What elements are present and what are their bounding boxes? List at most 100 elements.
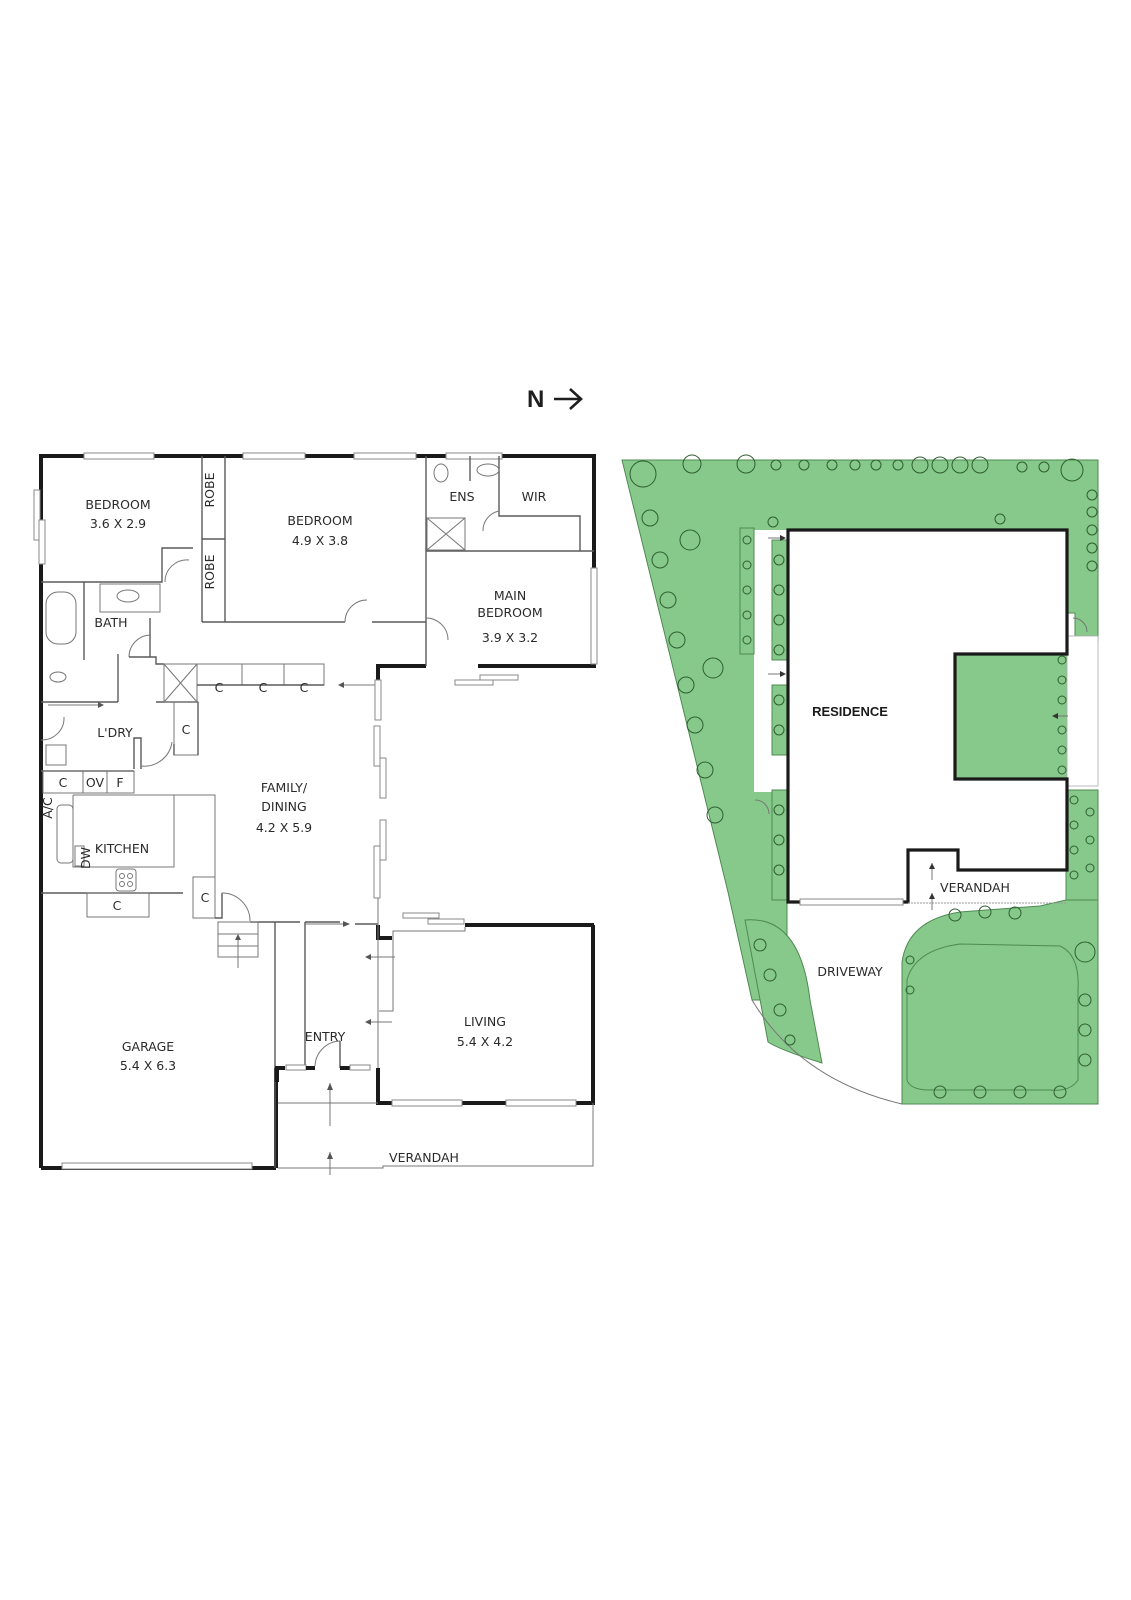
garage-wall [215, 893, 223, 919]
living-partition [379, 927, 466, 1012]
window [285, 1064, 307, 1071]
vanity [99, 583, 161, 613]
lawn-strip-driveway [744, 919, 823, 1064]
room-name-2: BEDROOM [477, 605, 542, 620]
room-living: LIVING 5.4 X 4.2 [457, 1014, 513, 1049]
cupboard-label: C [201, 890, 210, 905]
tree-icon [773, 804, 785, 816]
tree-icon [978, 905, 992, 919]
tree-icon [1086, 506, 1098, 518]
room-name: MAIN [494, 588, 526, 603]
tree-icon [767, 516, 779, 528]
tree-icon [742, 610, 752, 620]
dishwasher [74, 845, 85, 867]
arrow-left-icon [365, 954, 371, 960]
tree-icon [641, 509, 659, 527]
garden-bed [739, 527, 755, 655]
cupboard-label: C [182, 722, 191, 737]
room-name-2: DINING [261, 799, 306, 814]
cupboard [192, 876, 216, 919]
hall-wall [129, 656, 164, 665]
tree-icon [1085, 835, 1095, 845]
tree-icon [1078, 993, 1092, 1007]
room-dims: 3.6 X 2.9 [90, 516, 146, 531]
siteplan: RESIDENCE VERANDAH DRIVEWAY [621, 454, 1099, 1105]
tree-icon [1057, 725, 1067, 735]
tree-icon [742, 535, 752, 545]
tree-icon [892, 459, 904, 471]
window [374, 679, 382, 721]
tree-icon [742, 560, 752, 570]
room-name: BEDROOM [287, 513, 352, 528]
residence-label: RESIDENCE [812, 704, 888, 719]
room-main-bedroom: MAIN BEDROOM 3.9 X 3.2 [477, 588, 542, 645]
tree-icon [1016, 461, 1028, 473]
arrow-right-icon [343, 921, 350, 927]
tree-icon [773, 614, 785, 626]
toilet-icon [433, 463, 449, 483]
door-swing [140, 741, 173, 767]
tree-icon [773, 554, 785, 566]
tree-icon [1078, 1023, 1092, 1037]
tree-icon [1086, 560, 1098, 572]
arrow-right-icon [98, 702, 104, 708]
arrow-right-icon [780, 671, 786, 677]
tree-icon [1069, 845, 1079, 855]
window [445, 452, 503, 460]
window [799, 898, 904, 906]
tree-icon [677, 676, 695, 694]
fridge-space [106, 770, 135, 794]
cooktop-icon [115, 868, 137, 892]
door-swing [1072, 617, 1088, 633]
tree-icon [1038, 461, 1050, 473]
boundary-line [751, 999, 903, 1105]
toilet-icon [49, 671, 67, 683]
door-swing [482, 510, 500, 532]
tree-icon [1057, 695, 1067, 705]
tree-icon [870, 459, 882, 471]
tree-icon [905, 955, 915, 965]
door-swing [314, 1040, 341, 1067]
arrow-right-icon [554, 388, 583, 410]
bedroom-wall [41, 547, 193, 583]
room-robe-1: ROBE [202, 472, 217, 507]
tree-icon [773, 724, 785, 736]
arrow-up-icon [929, 893, 935, 899]
room-name: BEDROOM [85, 497, 150, 512]
sliding-door [427, 918, 465, 925]
tree-icon [1086, 524, 1098, 536]
tree-icon [849, 459, 861, 471]
room-laundry: L'DRY [97, 725, 133, 740]
tree-icon [1057, 765, 1067, 775]
burner [119, 873, 125, 879]
room-dims: 3.9 X 3.2 [482, 630, 538, 645]
tree-icon [706, 806, 724, 824]
tree-icon [679, 529, 701, 551]
living-outer-wall [376, 925, 595, 1105]
laundry-wall [133, 737, 142, 769]
room-wir: WIR [522, 489, 547, 504]
room-verandah: VERANDAH [389, 1150, 459, 1165]
tree-icon [1069, 820, 1079, 830]
residence-outline [786, 528, 1069, 904]
sliding-door [373, 725, 381, 767]
tree-icon [1008, 906, 1022, 920]
tree-icon [629, 460, 657, 488]
tree-icon [682, 454, 702, 474]
tree-icon [773, 1003, 787, 1017]
room-entry: ENTRY [305, 1029, 346, 1044]
tree-icon [1057, 655, 1067, 665]
burner [127, 881, 133, 887]
tree-icon [784, 1034, 796, 1046]
tree-icon [1053, 1085, 1067, 1099]
cupboard-label: C [59, 775, 68, 790]
fridge-label: F [116, 775, 123, 790]
window [454, 679, 494, 686]
laundry-tub [45, 744, 67, 766]
tree-icon [651, 551, 669, 569]
room-kitchen: KITCHEN [95, 841, 149, 856]
tree-icon [659, 591, 677, 609]
tree-icon [951, 456, 969, 474]
shower [426, 517, 466, 551]
